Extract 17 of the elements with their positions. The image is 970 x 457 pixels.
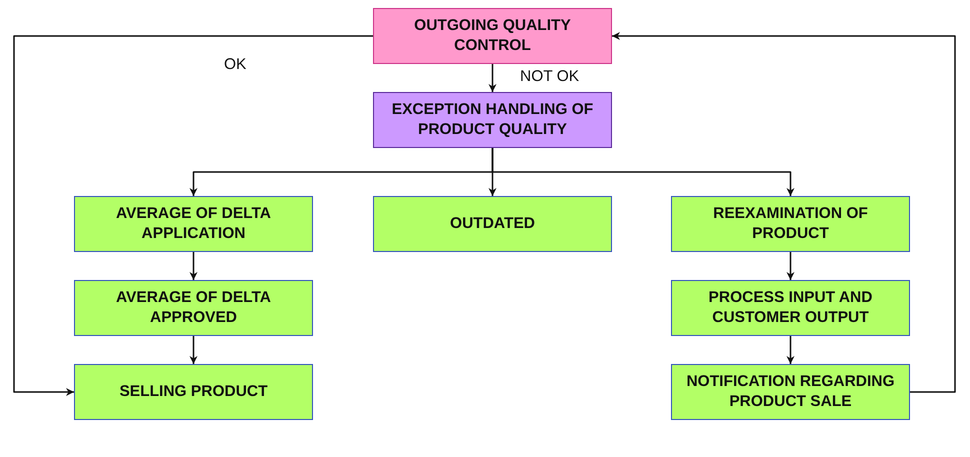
- arrow: [190, 336, 198, 364]
- arrow: [492, 148, 794, 196]
- process-box: SELLING PRODUCT: [74, 364, 313, 420]
- process-box: REEXAMINATION OF PRODUCT: [671, 196, 910, 252]
- process-box: OUTDATED: [373, 196, 612, 252]
- arrow: [786, 252, 794, 280]
- process-box: AVERAGE OF DELTA APPROVED: [74, 280, 313, 336]
- process-box: OUTGOING QUALITY CONTROL: [373, 8, 612, 64]
- arrow: [190, 252, 198, 280]
- arrow: [13, 35, 373, 396]
- process-box: EXCEPTION HANDLING OF PRODUCT QUALITY: [373, 92, 612, 148]
- arrow: [488, 64, 496, 92]
- arrow: [786, 336, 794, 364]
- process-box: AVERAGE OF DELTA APPLICATION: [74, 196, 313, 252]
- process-box: PROCESS INPUT AND CUSTOMER OUTPUT: [671, 280, 910, 336]
- arrow: [612, 32, 956, 393]
- process-box: NOTIFICATION REGARDING PRODUCT SALE: [671, 364, 910, 420]
